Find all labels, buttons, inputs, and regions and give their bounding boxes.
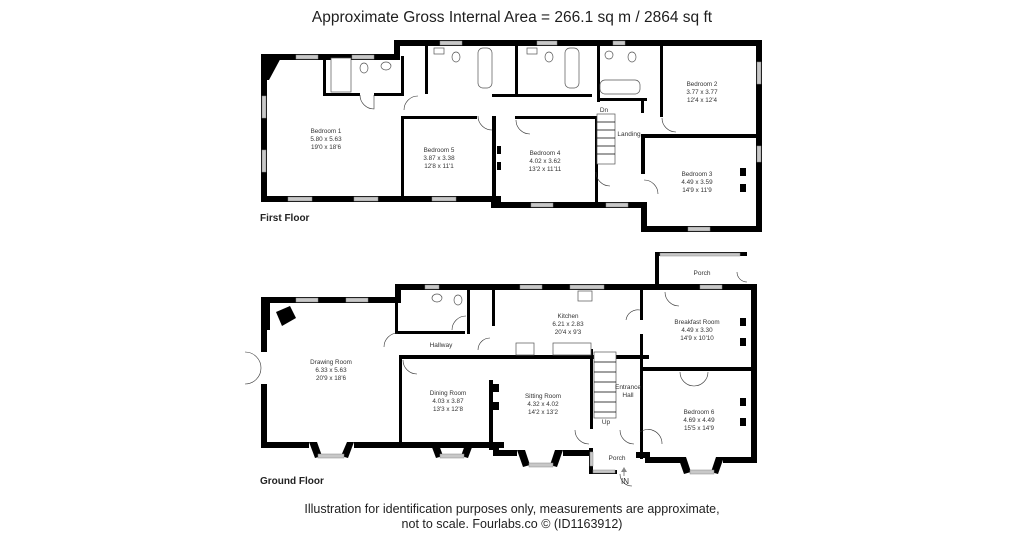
svg-text:19'0 x 18'6: 19'0 x 18'6 — [311, 144, 342, 151]
room-bedroom-4: Bedroom 4 4.02 x 3.62 13'2 x 11'11 — [529, 150, 562, 173]
front-porch-label: Porch — [609, 455, 626, 462]
svg-text:13'3 x 12'8: 13'3 x 12'8 — [433, 406, 464, 413]
svg-text:6.21 x 2.83: 6.21 x 2.83 — [552, 321, 584, 328]
room-sitting-room: Sitting Room 4.32 x 4.02 14'2 x 13'2 — [525, 393, 561, 416]
svg-text:14'9 x 11'9: 14'9 x 11'9 — [682, 187, 712, 194]
svg-text:20'9 x 18'6: 20'9 x 18'6 — [316, 375, 347, 382]
gross-internal-area-title: Approximate Gross Internal Area = 266.1 … — [311, 9, 713, 26]
room-bedroom-1: Bedroom 1 5.80 x 5.63 19'0 x 18'6 — [310, 128, 342, 151]
svg-text:4.69 x 4.49: 4.69 x 4.49 — [683, 417, 715, 424]
svg-text:12'4 x 12'4: 12'4 x 12'4 — [687, 97, 718, 104]
landing-label: Landing — [617, 131, 641, 138]
room-bedroom-5: Bedroom 5 3.87 x 3.38 12'8 x 11'1 — [423, 147, 455, 170]
svg-text:Sitting Room: Sitting Room — [525, 393, 561, 400]
svg-text:12'8 x 11'1: 12'8 x 11'1 — [424, 163, 454, 170]
svg-text:Breakfast Room: Breakfast Room — [674, 319, 719, 326]
svg-text:5.80 x 5.63: 5.80 x 5.63 — [310, 136, 342, 143]
disclaimer-line-2: not to scale. Fourlabs.co © (ID1163912) — [401, 517, 623, 531]
ground-floor-plan: Drawing Room 6.33 x 5.63 20'9 x 18'6 Din… — [244, 252, 757, 487]
hallway-label: Hallway — [430, 342, 454, 349]
svg-text:3.87 x 3.38: 3.87 x 3.38 — [423, 155, 455, 162]
stairs-up-label: Up — [602, 419, 611, 426]
disclaimer-footer: Illustration for identification purposes… — [0, 502, 1024, 532]
disclaimer-line-1: Illustration for identification purposes… — [304, 502, 720, 516]
svg-text:Bedroom 4: Bedroom 4 — [530, 150, 561, 157]
entrance-arrow-icon — [621, 467, 627, 476]
rear-porch-label: Porch — [694, 270, 711, 277]
svg-text:4.32 x 4.02: 4.32 x 4.02 — [527, 401, 559, 408]
ground-floor-label: Ground Floor — [260, 476, 324, 487]
first-floor-plan: Bedroom 1 5.80 x 5.63 19'0 x 18'6 Bedroo… — [261, 40, 762, 232]
svg-text:Dining Room: Dining Room — [430, 390, 466, 397]
svg-text:6.33 x 5.63: 6.33 x 5.63 — [315, 367, 347, 374]
svg-text:13'2 x 11'11: 13'2 x 11'11 — [529, 166, 562, 173]
svg-text:Kitchen: Kitchen — [557, 313, 579, 320]
entrance-hall-label-2: Hall — [622, 392, 634, 399]
stairs-icon — [593, 351, 617, 419]
svg-text:20'4 x 9'3: 20'4 x 9'3 — [555, 329, 582, 336]
svg-text:3.77 x 3.77: 3.77 x 3.77 — [686, 89, 718, 96]
entrance-hall-label: Entrance — [615, 384, 641, 391]
room-breakfast-room: Breakfast Room 4.49 x 3.30 14'9 x 10'10 — [674, 319, 719, 342]
room-bedroom-2: Bedroom 2 3.77 x 3.77 12'4 x 12'4 — [686, 81, 718, 104]
svg-text:4.49 x 3.59: 4.49 x 3.59 — [681, 179, 713, 186]
svg-text:Bedroom 5: Bedroom 5 — [424, 147, 455, 154]
svg-text:Bedroom 2: Bedroom 2 — [687, 81, 718, 88]
svg-text:14'9 x 10'10: 14'9 x 10'10 — [680, 335, 714, 342]
room-bedroom-3: Bedroom 3 4.49 x 3.59 14'9 x 11'9 — [681, 171, 713, 194]
svg-text:Bedroom 3: Bedroom 3 — [682, 171, 713, 178]
stairs-icon — [596, 113, 616, 165]
svg-text:4.02 x 3.62: 4.02 x 3.62 — [529, 158, 561, 165]
room-drawing-room: Drawing Room 6.33 x 5.63 20'9 x 18'6 — [310, 359, 352, 382]
svg-text:15'5 x 14'9: 15'5 x 14'9 — [684, 425, 715, 432]
svg-text:4.49 x 3.30: 4.49 x 3.30 — [681, 327, 713, 334]
room-kitchen: Kitchen 6.21 x 2.83 20'4 x 9'3 — [552, 313, 584, 336]
svg-text:14'2 x 13'2: 14'2 x 13'2 — [528, 409, 559, 416]
svg-text:4.03 x 3.87: 4.03 x 3.87 — [432, 398, 464, 405]
svg-text:Drawing Room: Drawing Room — [310, 359, 352, 366]
first-floor-label: First Floor — [260, 213, 310, 224]
entrance-in-label: IN — [621, 477, 629, 486]
stairs-down-label: Dn — [600, 107, 609, 114]
room-bedroom-6: Bedroom 6 4.69 x 4.49 15'5 x 14'9 — [683, 409, 715, 432]
svg-text:Bedroom 6: Bedroom 6 — [684, 409, 715, 416]
svg-text:Bedroom 1: Bedroom 1 — [311, 128, 342, 135]
room-dining-room: Dining Room 4.03 x 3.87 13'3 x 12'8 — [430, 390, 466, 413]
